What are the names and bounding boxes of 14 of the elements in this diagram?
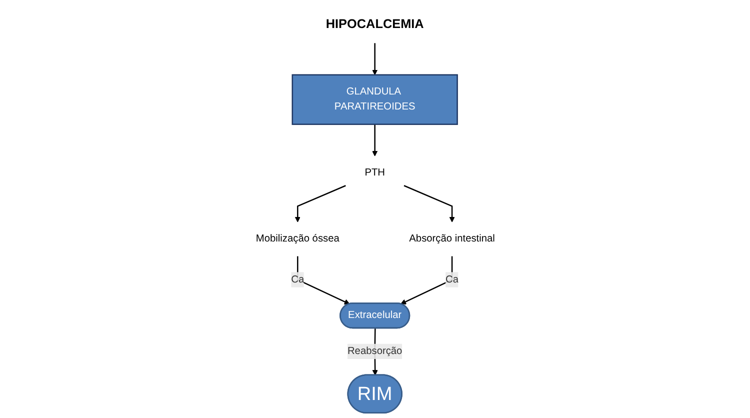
node-text: PTH xyxy=(364,167,385,178)
arrow xyxy=(372,124,378,156)
edge-label: Ca xyxy=(445,274,458,285)
node-text: Absorção intestinal xyxy=(408,233,495,244)
node-text: HIPOCALCEMIA xyxy=(325,17,424,32)
arrow xyxy=(372,43,378,76)
edge-label: Ca xyxy=(290,274,304,285)
edge-label: Reabsorção xyxy=(347,346,402,356)
arrow xyxy=(296,256,350,304)
arrow xyxy=(294,185,346,222)
arrow xyxy=(403,185,454,222)
node-box: GLANDULA PARATIREOIDES xyxy=(291,74,458,125)
node-text: Mobilização óssea xyxy=(255,233,339,244)
arrow xyxy=(400,256,452,304)
